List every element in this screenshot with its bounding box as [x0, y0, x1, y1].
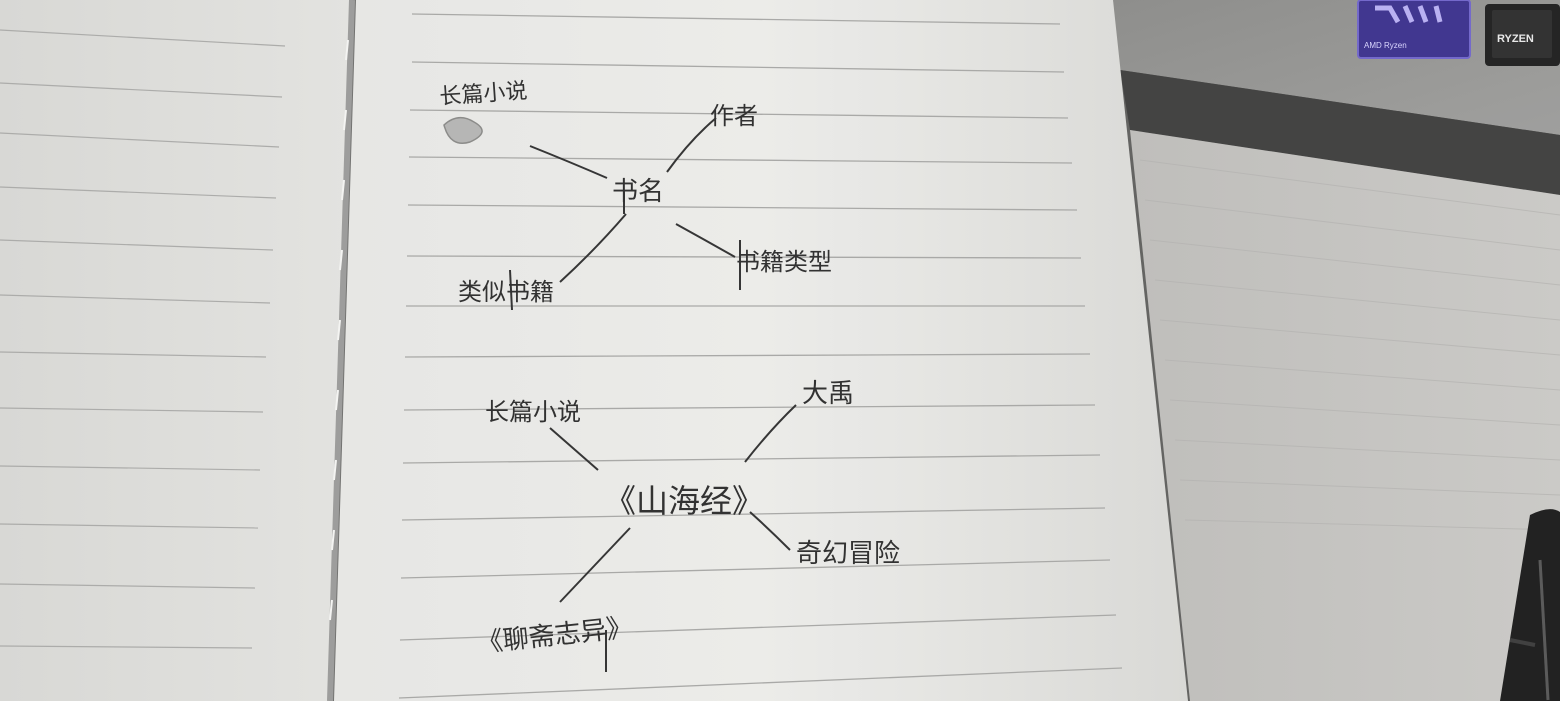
mindmap-2-branch-0: 长篇小说	[485, 398, 581, 426]
sticker-text: AMD Ryzen	[1364, 41, 1407, 50]
mindmap-1-branch-1: 作者	[710, 102, 758, 130]
right-page	[334, 0, 1188, 701]
ryzen-badge-text: RYZEN	[1497, 33, 1534, 45]
left-page-rules	[0, 29, 286, 649]
ryzen-badge: RYZEN	[1485, 4, 1560, 66]
mindmap-1-branch-2: 书籍类型	[736, 248, 832, 276]
mindmap-1-center: 书名	[612, 177, 664, 207]
mindmap-2-branch-1: 大禹	[802, 379, 854, 409]
mindmap-1: 书名 长篇小说 作者 书籍类型 类似书籍	[439, 79, 832, 311]
mindmap-2-links	[549, 404, 797, 672]
mindmap-1-links	[509, 117, 741, 311]
notebook-spine	[327, 0, 355, 701]
spine-stitches	[329, 39, 349, 621]
mindmap-1-branch-0: 长篇小说	[439, 79, 529, 110]
scribble-mark	[443, 116, 483, 144]
laptop-hinge-shadow	[1120, 70, 1560, 195]
page-edge-lines	[1139, 159, 1560, 531]
mindmap-2-branch-2: 奇幻冒险	[796, 539, 900, 569]
mindmap-2-center: 《山海经》	[604, 482, 764, 520]
pen	[1500, 509, 1560, 701]
amd-sticker: AMD Ryzen	[1357, 0, 1471, 59]
mindmap-1-branch-3: 类似书籍	[458, 278, 554, 306]
